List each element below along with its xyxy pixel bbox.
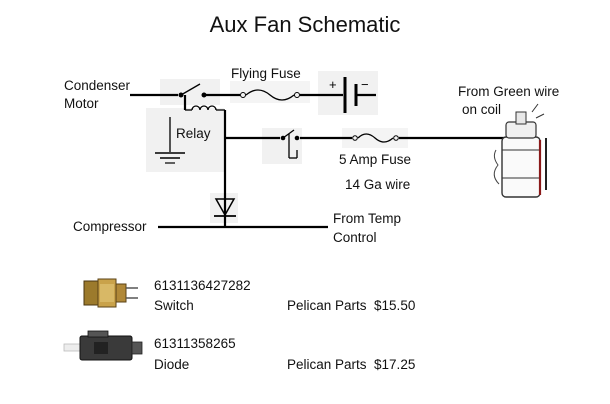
battery-minus-label: −	[361, 77, 369, 92]
diode-part-icon	[63, 330, 143, 361]
relay-label: Relay	[176, 126, 211, 141]
part-number: 6131136427282	[154, 278, 251, 293]
compressor-label: Compressor	[73, 219, 147, 234]
part-vendor-price: Pelican Parts $15.50	[287, 298, 416, 313]
part-vendor-price: Pelican Parts $17.25	[287, 357, 416, 372]
switch-part-icon	[83, 278, 138, 308]
ignition-coil-icon	[493, 103, 547, 198]
green-wire-label-line1: From Green wire	[458, 84, 560, 99]
temp-control-label-line2: Control	[333, 230, 377, 245]
temp-control-label-line1: From Temp	[333, 211, 402, 226]
switch-panel	[160, 79, 220, 105]
condenser-motor-label-line2: Motor	[64, 96, 99, 111]
relay-panel	[146, 108, 224, 172]
five-amp-fuse-label: 5 Amp Fuse	[339, 152, 412, 167]
battery-plus-label: +	[329, 77, 337, 92]
condenser-motor-label-line1: Condenser	[64, 78, 131, 93]
flying-fuse-panel	[230, 81, 310, 103]
part-number: 61311358265	[154, 336, 236, 351]
diagram-title: Aux Fan Schematic	[209, 12, 401, 37]
battery-panel	[318, 71, 378, 115]
wire-gauge-label: 14 Ga wire	[345, 177, 411, 192]
part-name: Switch	[154, 298, 194, 313]
part-name: Diode	[154, 357, 190, 372]
green-wire-label-line2: on coil	[462, 102, 502, 117]
flying-fuse-label: Flying Fuse	[231, 66, 301, 81]
